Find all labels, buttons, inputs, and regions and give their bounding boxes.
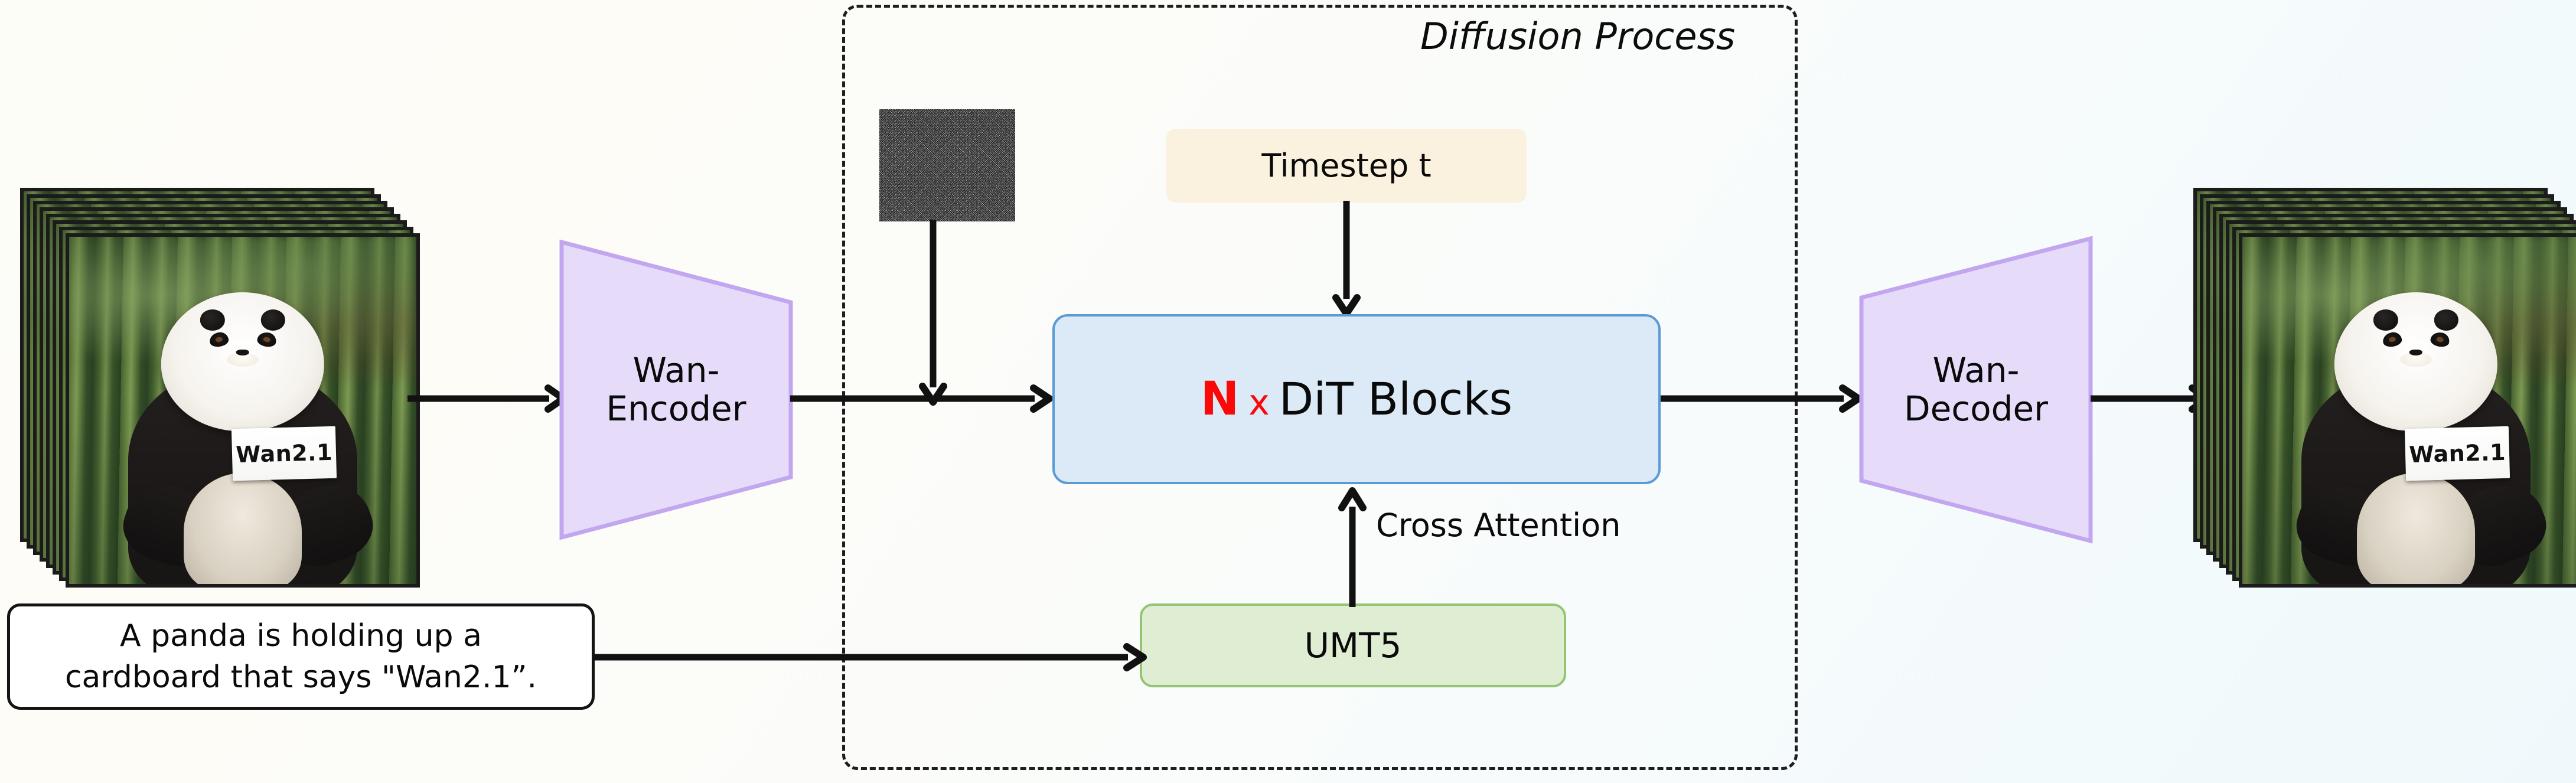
diffusion-process-container xyxy=(842,5,1798,770)
dit-blocks-block[interactable]: N x DiT Blocks xyxy=(1052,314,1661,484)
wan-decoder-block[interactable]: Wan- Decoder xyxy=(1858,235,2094,544)
panda-sign: Wan2.1 xyxy=(231,426,337,481)
umt5-label: UMT5 xyxy=(1304,625,1402,665)
video-frame-front: Wan2.1 xyxy=(66,233,420,588)
dit-blocks-label: DiT Blocks xyxy=(1279,373,1513,425)
arrow-dit-to-decoder xyxy=(1661,384,1862,413)
panda-sign-text: Wan2.1 xyxy=(2409,439,2506,468)
diffusion-process-label: Diffusion Process xyxy=(1420,15,1736,58)
dit-n-symbol: N xyxy=(1200,373,1240,426)
umt5-block[interactable]: UMT5 xyxy=(1140,603,1566,687)
timestep-block[interactable]: Timestep t xyxy=(1166,129,1527,203)
panda-sign: Wan2.1 xyxy=(2405,426,2510,481)
dit-multiply-symbol: x xyxy=(1248,382,1270,423)
arrow-timestep-to-dit xyxy=(1332,201,1361,317)
output-video-frames: Wan2.1 xyxy=(2193,188,2576,595)
arrow-umt5-to-dit xyxy=(1338,487,1367,607)
timestep-label: Timestep t xyxy=(1261,147,1432,184)
panda-sign-text: Wan2.1 xyxy=(236,439,333,468)
wan-encoder-block[interactable]: Wan- Encoder xyxy=(558,239,794,541)
video-frame-front: Wan2.1 xyxy=(2239,233,2576,588)
arrow-prompt-to-umt5 xyxy=(595,643,1147,671)
arrow-frames-to-encoder xyxy=(407,384,567,413)
prompt-textbox[interactable]: A panda is holding up a cardboard that s… xyxy=(7,603,595,710)
arrow-decoder-to-frames xyxy=(2091,384,2212,413)
prompt-line-2: cardboard that says "Wan2.1”. xyxy=(64,660,537,695)
cross-attention-label: Cross Attention xyxy=(1376,507,1621,544)
gaussian-noise-patch xyxy=(879,109,1015,221)
arrow-encoder-to-dit xyxy=(790,384,1053,413)
prompt-line-1: A panda is holding up a xyxy=(120,618,482,654)
input-video-frames: Wan2.1 xyxy=(20,188,422,595)
arrow-noise-to-latent xyxy=(919,220,947,406)
